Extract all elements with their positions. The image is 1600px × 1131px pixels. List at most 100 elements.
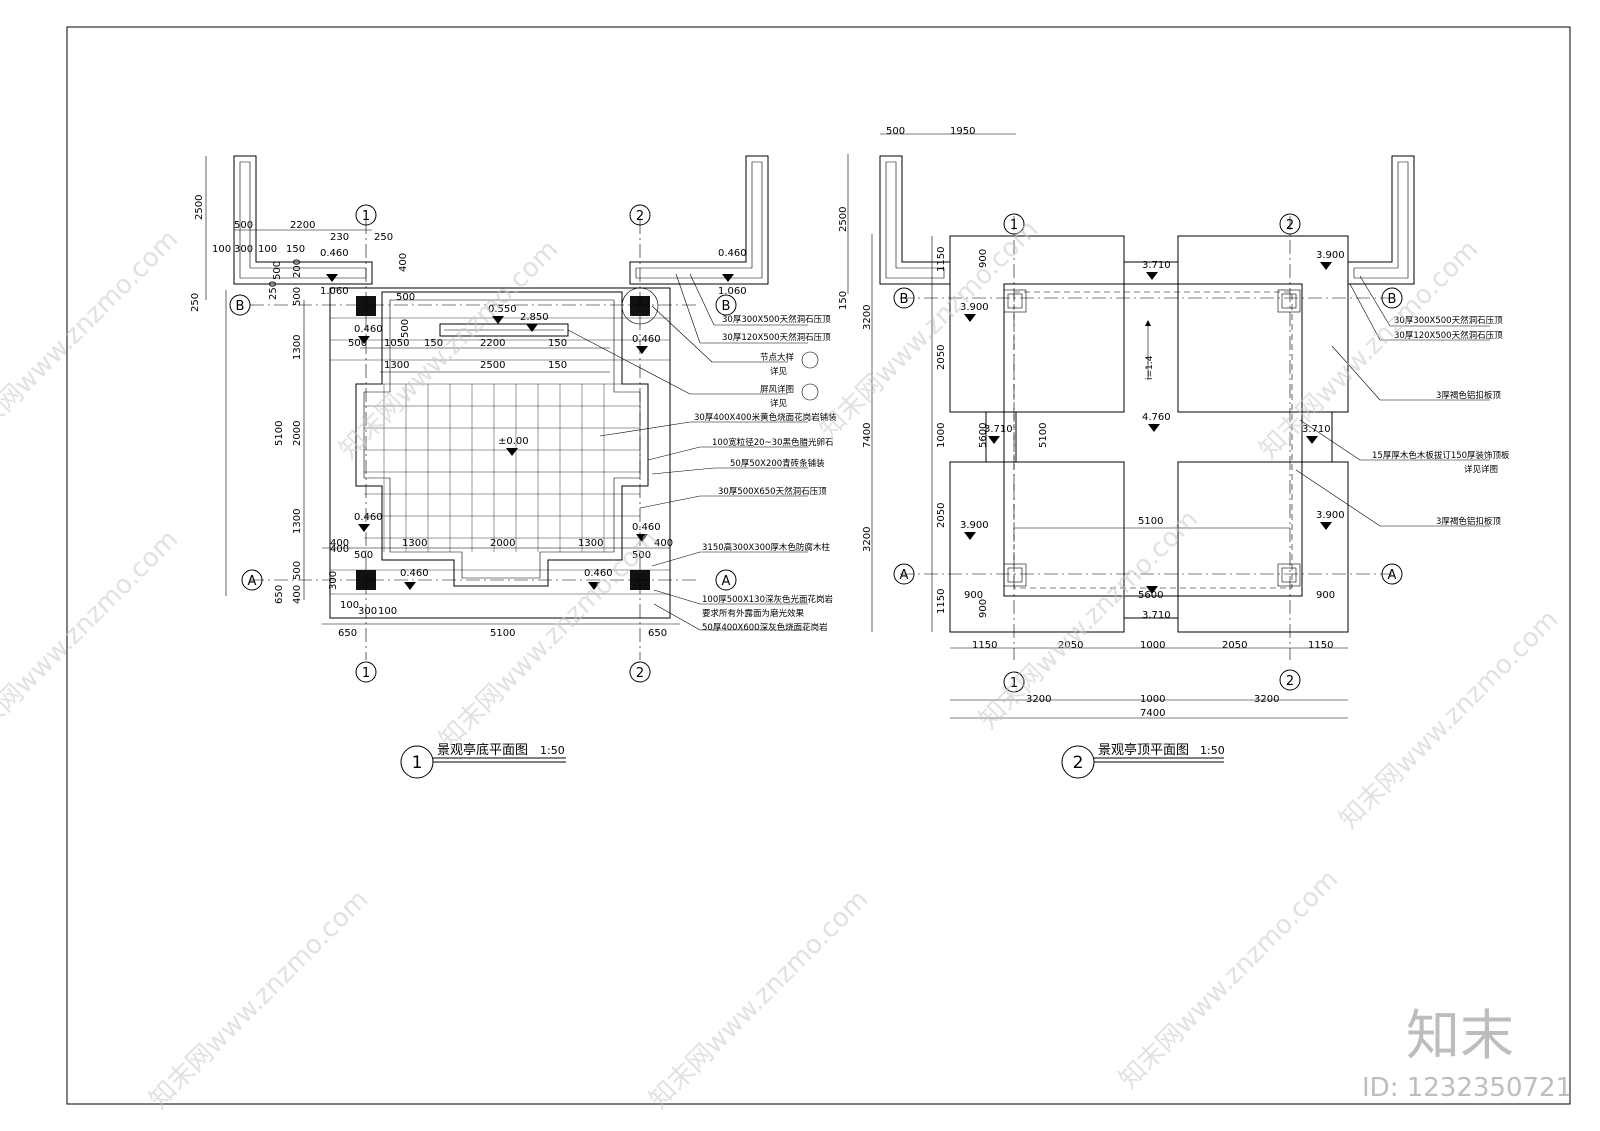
svg-text:100: 100: [378, 606, 397, 617]
svg-text:900: 900: [964, 590, 983, 601]
svg-text:详见: 详见: [770, 398, 788, 409]
svg-text:30厚400X400米黄色烧面花岗岩铺装: 30厚400X400米黄色烧面花岗岩铺装: [694, 412, 837, 423]
svg-text:3.900: 3.900: [1316, 510, 1345, 521]
svg-text:3.900: 3.900: [1316, 250, 1345, 261]
svg-text:500: 500: [292, 287, 303, 306]
watermark-logo: 知末: [1406, 1004, 1514, 1067]
svg-text:250: 250: [374, 232, 393, 243]
svg-text:0.460: 0.460: [354, 324, 383, 335]
svg-text:1: 1: [1010, 218, 1018, 233]
svg-text:3厚褐色铝扣板顶: 3厚褐色铝扣板顶: [1436, 390, 1501, 401]
svg-text:3150高300X300厚木色防腐木柱: 3150高300X300厚木色防腐木柱: [702, 542, 830, 553]
svg-text:2200: 2200: [290, 220, 315, 231]
svg-text:1000: 1000: [1140, 640, 1165, 651]
plan2-wall-right-inner: [1353, 161, 1409, 279]
plan1-axis-bubbles: 1 2 1 2 B B A A: [229, 204, 737, 683]
svg-text:500: 500: [886, 126, 905, 137]
plan1-floor-plan: 1 2 1 2 B B A A 0.460 0.460 1.060 1.060 …: [190, 155, 837, 779]
svg-text:30厚300X500天然洞石压顶: 30厚300X500天然洞石压顶: [722, 314, 831, 325]
svg-text:1:50: 1:50: [1200, 744, 1225, 757]
plan2-wall-left-inner: [885, 161, 945, 279]
svg-text:1.060: 1.060: [320, 286, 349, 297]
svg-text:3200: 3200: [1254, 694, 1279, 705]
plan1-columns: [356, 287, 659, 590]
svg-text:650: 650: [338, 628, 357, 639]
svg-text:屏风详图: 屏风详图: [760, 384, 794, 395]
svg-text:5600: 5600: [978, 423, 989, 448]
svg-text:3厚褐色铝扣板顶: 3厚褐色铝扣板顶: [1436, 516, 1501, 527]
plan2-notes: 30厚300X500天然洞石压顶 30厚120X500天然洞石压顶 3厚褐色铝扣…: [1372, 315, 1510, 527]
plan2-title: 景观亭顶平面图: [1098, 742, 1189, 758]
svg-text:3200: 3200: [862, 527, 873, 552]
svg-text:100宽粒径20~30黑色腊光卵石: 100宽粒径20~30黑色腊光卵石: [712, 437, 833, 448]
plan1-platform-inner: [363, 299, 641, 579]
plan1-wall-right-inner: [635, 161, 763, 279]
svg-text:1: 1: [1010, 676, 1018, 691]
plan2-dims: 500 1950 2500 150 3200 7400 1000 3200 90…: [838, 126, 1335, 719]
svg-text:A: A: [1388, 568, 1397, 583]
svg-text:2050: 2050: [936, 503, 947, 528]
svg-text:2500: 2500: [480, 360, 505, 371]
svg-text:1150: 1150: [972, 640, 997, 651]
svg-text:30厚500X650天然洞石压顶: 30厚500X650天然洞石压顶: [718, 486, 827, 497]
svg-text:1050: 1050: [384, 338, 409, 349]
svg-text:150: 150: [286, 244, 305, 255]
svg-text:2050: 2050: [1222, 640, 1247, 651]
svg-text:3.710: 3.710: [1302, 424, 1331, 435]
svg-text:150: 150: [838, 291, 849, 310]
svg-text:400: 400: [654, 538, 673, 549]
svg-text:5100: 5100: [1038, 423, 1049, 448]
svg-text:3.900: 3.900: [960, 520, 989, 531]
svg-text:500: 500: [272, 261, 283, 280]
svg-text:150: 150: [424, 338, 443, 349]
plan1-dims-left: 2500 250 500 500 200 250 1300 2000 5100 …: [190, 195, 411, 604]
svg-text:1150: 1150: [1308, 640, 1333, 651]
svg-text:详见详图: 详见详图: [1464, 464, 1498, 475]
svg-text:1: 1: [412, 753, 423, 773]
plan1-dimension-lines: [205, 156, 680, 625]
svg-text:400: 400: [330, 538, 349, 549]
plan2-columns: [1003, 289, 1301, 587]
plan1-base: [329, 287, 671, 619]
svg-text:1300: 1300: [384, 360, 409, 371]
svg-text:B: B: [900, 292, 909, 307]
plan1-dims-bottom: 650 5100 650 100 300 100 1300 2000 1300 …: [330, 360, 673, 639]
svg-text:1.060: 1.060: [718, 286, 747, 297]
svg-text:30厚120X500天然洞石压顶: 30厚120X500天然洞石压顶: [722, 332, 831, 343]
svg-text:30厚120X500天然洞石压顶: 30厚120X500天然洞石压顶: [1394, 330, 1503, 341]
svg-text:500: 500: [400, 319, 411, 338]
svg-text:A: A: [722, 574, 731, 589]
watermark-id: ID: 1232350721: [1362, 1073, 1572, 1103]
svg-text:1300: 1300: [578, 538, 603, 549]
svg-text:400: 400: [330, 544, 349, 555]
svg-text:5100: 5100: [1138, 516, 1163, 527]
svg-text:1300: 1300: [292, 509, 303, 534]
svg-text:7400: 7400: [1140, 708, 1165, 719]
plan1-dims-top: 500 2200 230 250 100 300 100 150 500 105…: [212, 220, 567, 371]
plan2-dimension-lines: [847, 133, 1348, 719]
svg-text:3.900: 3.900: [960, 302, 989, 313]
svg-text:500: 500: [234, 220, 253, 231]
svg-text:±0.00: ±0.00: [498, 436, 529, 447]
svg-text:400: 400: [292, 585, 303, 604]
svg-text:400: 400: [398, 253, 409, 272]
plan2-center-roof: [1003, 283, 1303, 597]
plan1-wall-left: [233, 155, 373, 285]
svg-text:50厚400X600深灰色烧面花岗岩: 50厚400X600深灰色烧面花岗岩: [702, 622, 828, 633]
svg-text:250: 250: [268, 281, 279, 300]
svg-text:0.550: 0.550: [488, 304, 517, 315]
svg-text:1: 1: [362, 209, 370, 224]
svg-text:详见: 详见: [770, 366, 788, 377]
svg-text:1000: 1000: [936, 423, 947, 448]
svg-text:0.460: 0.460: [400, 568, 429, 579]
svg-text:2: 2: [636, 666, 644, 681]
plan1-title: 景观亭底平面图: [437, 742, 528, 758]
svg-text:500: 500: [354, 550, 373, 561]
plan1-notes: 30厚300X500天然洞石压顶 30厚120X500天然洞石压顶 节点大样 详…: [694, 314, 837, 633]
svg-text:1950: 1950: [950, 126, 975, 137]
plan2-roof-panels: [949, 235, 1349, 633]
svg-text:B: B: [236, 299, 245, 314]
svg-text:0.460: 0.460: [584, 568, 613, 579]
svg-text:2: 2: [1286, 674, 1294, 689]
